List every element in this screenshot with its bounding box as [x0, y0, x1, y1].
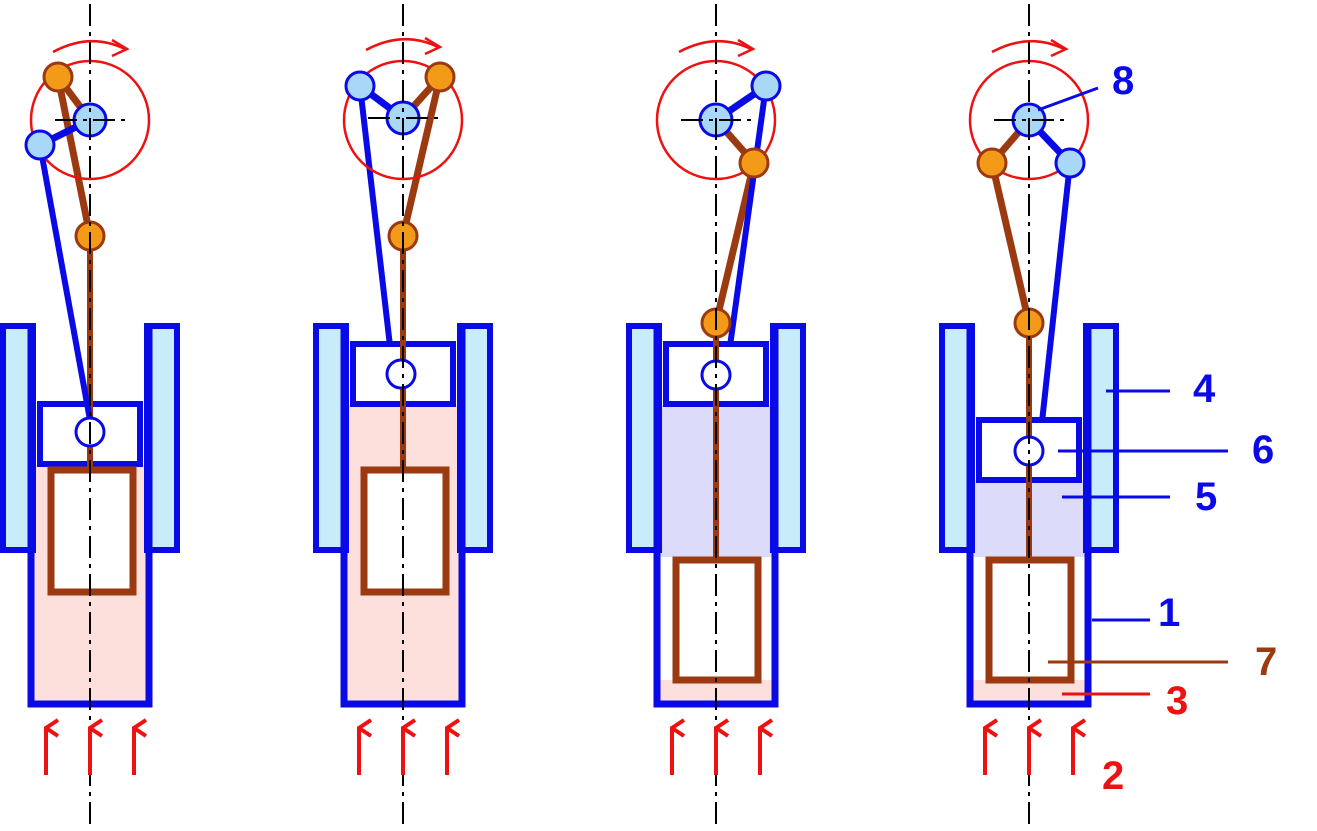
stage-3 — [626, 4, 806, 828]
pin-orange-crank — [424, 61, 456, 93]
pin-blue — [344, 70, 376, 102]
displacer-connecting-rod — [712, 162, 758, 324]
label-4: 4 — [1193, 367, 1216, 411]
rotation-arrow — [52, 39, 126, 54]
pin-blue — [750, 70, 782, 102]
stage-4: 8 4 6 5 1 7 3 2 — [939, 4, 1277, 828]
stage-2 — [313, 4, 493, 828]
piston-pin — [385, 358, 417, 390]
rotation-arrow — [365, 37, 439, 52]
label-6: 6 — [1252, 428, 1274, 472]
piston-connecting-rod — [357, 85, 393, 347]
pin-orange-crank — [976, 147, 1008, 179]
rotation-arrowhead — [111, 38, 130, 58]
pin-orange-crank — [42, 61, 74, 93]
rotation-arrow — [678, 39, 752, 54]
label-3: 3 — [1166, 679, 1188, 723]
stage-1 — [0, 4, 180, 828]
label-8: 8 — [1112, 59, 1134, 103]
pin-orange-crank — [738, 147, 770, 179]
piston-connecting-rod — [37, 144, 93, 421]
label-5: 5 — [1195, 475, 1217, 519]
rotation-arrowhead — [424, 36, 443, 56]
displacer-connecting-rod — [54, 76, 94, 237]
label-2: 2 — [1102, 754, 1124, 798]
pin-blue — [24, 129, 56, 161]
rotation-arrow — [991, 39, 1065, 54]
piston-connecting-rod — [727, 85, 769, 347]
rotation-arrowhead — [737, 38, 756, 58]
displacer — [47, 466, 137, 596]
displacer — [360, 466, 450, 596]
pin-blue — [1054, 147, 1086, 179]
label-1: 1 — [1158, 591, 1180, 635]
label-7: 7 — [1255, 640, 1277, 684]
displacer-connecting-rod — [399, 76, 444, 237]
piston-connecting-rod — [1039, 162, 1073, 423]
leader-line-8 — [1037, 86, 1099, 112]
rotation-arrowhead — [1050, 38, 1069, 58]
displacer-connecting-rod — [988, 162, 1033, 324]
